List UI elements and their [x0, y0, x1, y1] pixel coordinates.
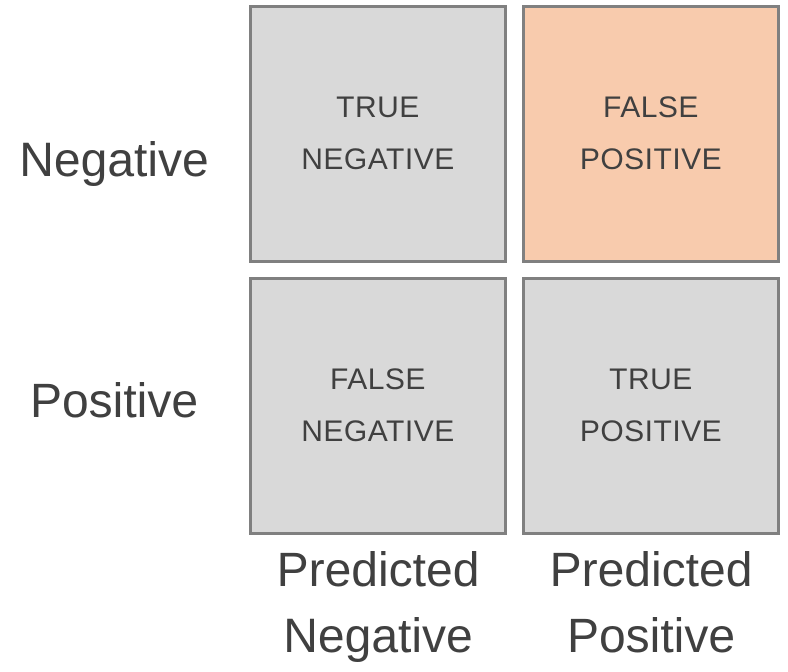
- row-label-actual-negative: Negative: [19, 134, 209, 187]
- col-label-predicted-negative: Predicted Negative: [276, 544, 480, 663]
- row-label-actual-positive: Positive: [29, 375, 199, 428]
- col-label-predicted-positive: Predicted Positive: [549, 544, 753, 663]
- cell-false-negative: FALSE NEGATIVE: [249, 277, 507, 535]
- cell-true-negative: TRUE NEGATIVE: [249, 5, 507, 263]
- cell-true-positive: TRUE POSITIVE: [522, 277, 780, 535]
- cell-false-positive: FALSE POSITIVE: [522, 5, 780, 263]
